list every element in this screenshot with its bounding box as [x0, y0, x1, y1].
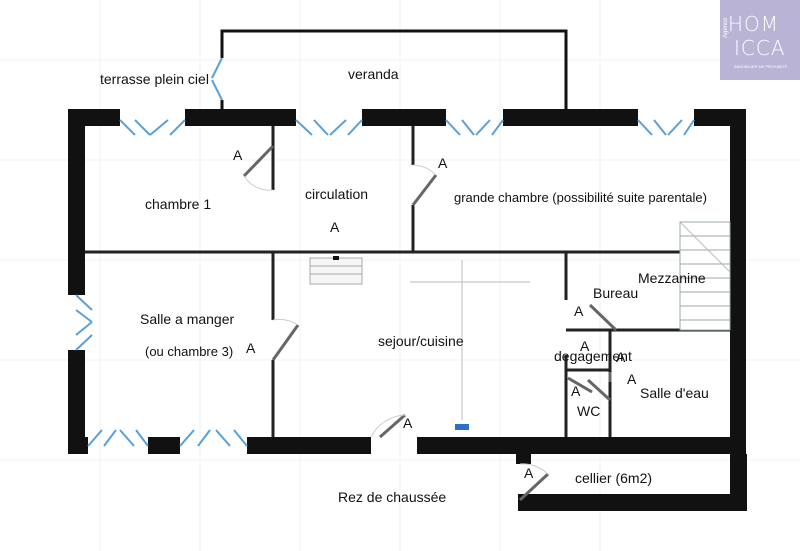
label-wc: WC [577, 403, 600, 419]
logo-side: Agence [723, 17, 729, 38]
logo-line1: HOM [728, 12, 780, 36]
door-mark: A [246, 340, 256, 356]
label-rez: Rez de chaussée [338, 489, 446, 505]
label-salle-eau: Salle d'eau [640, 385, 709, 401]
door-mark: A [233, 147, 243, 163]
label-mezzanine: Mezzanine [638, 270, 706, 286]
logo-tagline: IMMOBILIER DE PROXIMITÉ [734, 64, 788, 69]
door-mark: A [616, 349, 626, 365]
label-chambre1: chambre 1 [145, 196, 211, 212]
doors [242, 144, 618, 502]
label-sejour: sejour/cuisine [378, 333, 464, 349]
homicca-logo: HOM ICCA Agence IMMOBILIER DE PROXIMITÉ [720, 0, 800, 80]
blue-marker [455, 424, 469, 430]
door-cellier [518, 463, 550, 502]
logo-line2: ICCA [734, 36, 786, 60]
window-chambre1 [119, 119, 186, 136]
window-salle-manger-left [75, 294, 93, 351]
label-veranda: veranda [348, 66, 399, 82]
door-marks: A A A A A A A A A A A [233, 147, 637, 481]
door-mark: A [580, 338, 590, 354]
label-terrasse: terrasse plein ciel [100, 71, 209, 87]
room-labels: terrasse plein ciel veranda chambre 1 ci… [100, 66, 709, 505]
label-circulation: circulation [305, 186, 368, 202]
door-wc [567, 376, 593, 394]
stairs-center [309, 256, 363, 285]
window-veranda [211, 57, 223, 101]
windows [75, 57, 695, 447]
label-grande-chambre: grande chambre (possibilité suite parent… [454, 190, 707, 205]
label-degagement: degagement [554, 348, 632, 364]
label-bureau: Bureau [593, 285, 638, 301]
stairs-mezzanine [679, 221, 731, 331]
door-grande-chambre [411, 164, 438, 206]
window-grande-chambre-2 [637, 119, 695, 136]
door-entree [370, 413, 406, 439]
door-mark: A [524, 465, 534, 481]
veranda-outline [220, 29, 568, 112]
door-mark: A [627, 371, 637, 387]
window-grande-chambre-1 [445, 119, 504, 136]
door-salle-manger [271, 319, 300, 361]
door-bureau [588, 303, 618, 332]
label-salle-a-manger: Salle a manger [140, 311, 235, 327]
label-cellier: cellier (6m2) [575, 470, 652, 486]
door-mark: A [574, 303, 584, 319]
door-mark: A [330, 219, 340, 235]
interior-walls [85, 126, 730, 437]
door-chambre1 [242, 144, 275, 191]
window-salle-manger-bottom-2 [179, 429, 248, 447]
window-circulation [295, 119, 363, 136]
door-mark: A [403, 415, 413, 431]
label-ou-chambre3: (ou chambre 3) [145, 344, 233, 359]
door-salle-eau [586, 372, 612, 402]
outer-walls [68, 109, 747, 511]
thin-guides [410, 260, 530, 420]
door-mark: A [571, 383, 581, 399]
window-salle-manger-bottom-1 [87, 429, 149, 447]
door-mark: A [438, 155, 448, 171]
